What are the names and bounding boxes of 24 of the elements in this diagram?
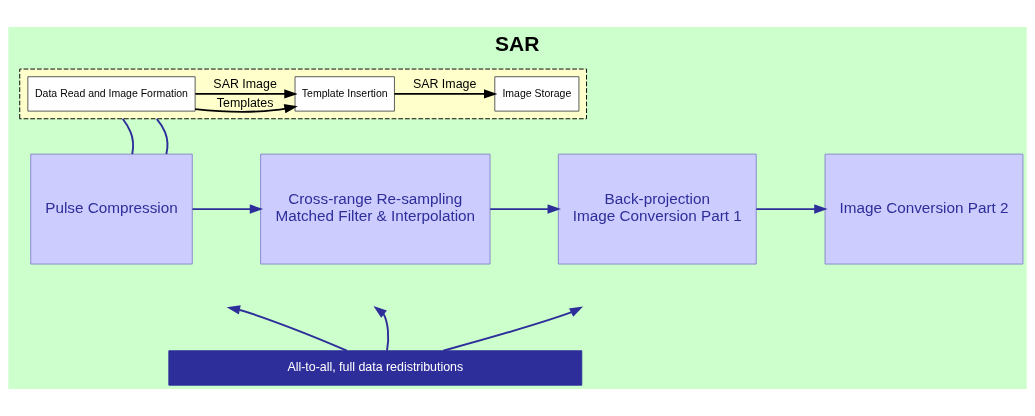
arrow bbox=[191, 204, 264, 214]
arrow bbox=[489, 204, 561, 214]
arrow bbox=[755, 204, 828, 214]
node-box: Back-projection Image Conversion Part 1 bbox=[557, 153, 757, 265]
diagram-title: SAR bbox=[495, 31, 540, 55]
arrow bbox=[194, 104, 298, 114]
node-box: Image Conversion Part 2 bbox=[824, 153, 1024, 265]
arrow bbox=[194, 89, 298, 99]
connector bbox=[155, 117, 169, 156]
arrow bbox=[226, 305, 348, 352]
arrow bbox=[442, 306, 584, 352]
node-box: Template Insertion bbox=[294, 76, 395, 112]
cluster bbox=[19, 68, 588, 120]
node-box: Pulse Compression bbox=[30, 153, 193, 265]
node-box: Data Read and Image Formation bbox=[27, 76, 196, 112]
edge-label: Templates bbox=[216, 95, 274, 110]
arrow bbox=[373, 306, 390, 352]
edge-label: SAR Image bbox=[412, 76, 477, 91]
node-box: All-to-all, full data redistributions bbox=[168, 350, 583, 386]
connector bbox=[121, 117, 135, 156]
node-box: Cross-range Re-sampling Matched Filter & Interpolation bbox=[260, 153, 491, 265]
node-box: Image Storage bbox=[494, 76, 580, 112]
arrow bbox=[393, 89, 498, 99]
edge-label: SAR Image bbox=[213, 76, 277, 91]
